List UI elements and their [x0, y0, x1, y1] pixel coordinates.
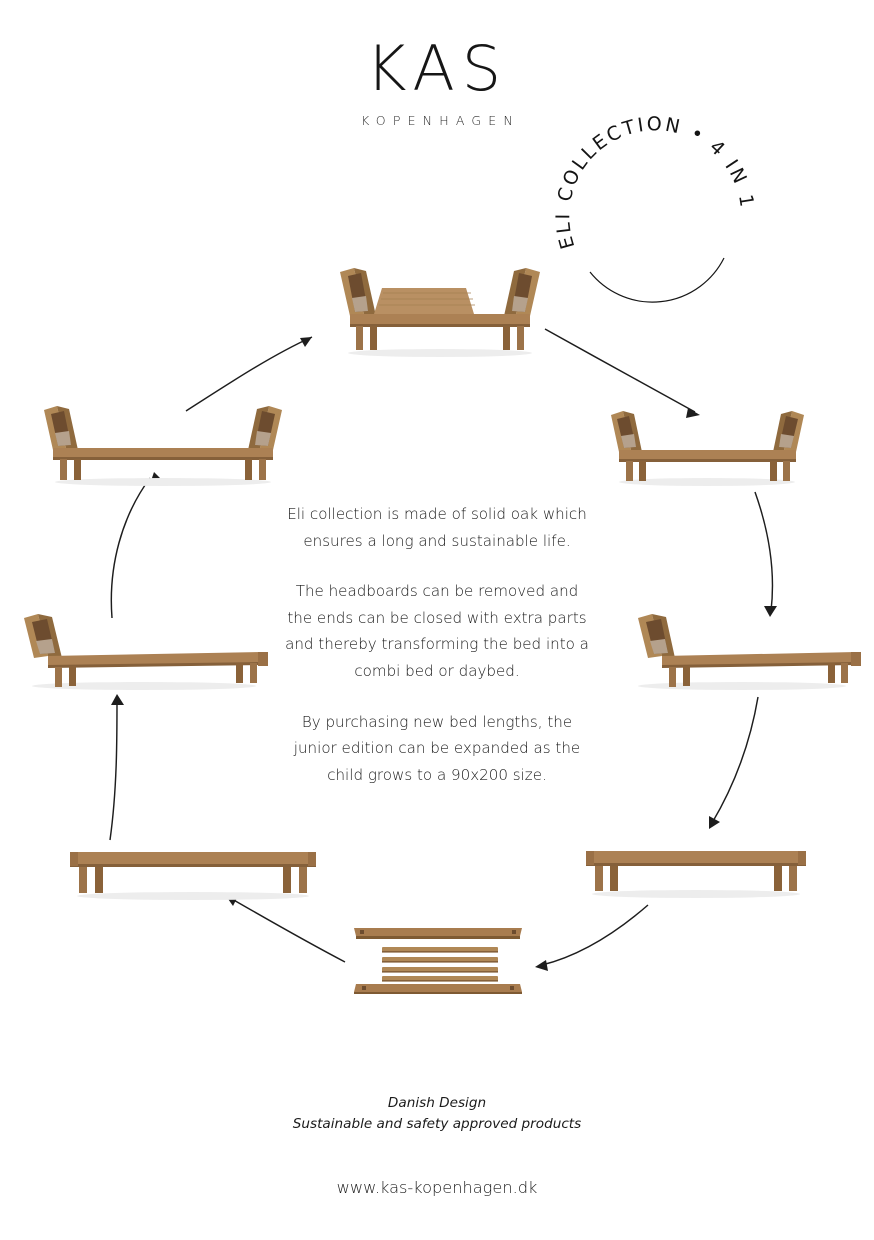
footer-website-url[interactable]: www.kas-kopenhagen.dk [336, 1178, 538, 1197]
legs [595, 866, 797, 891]
figure-bed-one-headboard-right [620, 608, 864, 690]
description-paragraph-3: By purchasing new bed lengths, the junio… [293, 712, 581, 784]
side-rail [53, 448, 273, 460]
legs [60, 459, 266, 480]
footer-tagline-line2: Sustainable and safety approved products [292, 1116, 582, 1132]
side-rail [619, 450, 796, 462]
brand-logo: KAS KOPENHAGEN [0, 32, 874, 129]
eli-collection-stamp: ELI COLLECTION • 4 IN 1 [552, 113, 780, 304]
side-rail [350, 314, 530, 327]
side-rail [48, 652, 268, 668]
arrow-rightupper-to-rightmiddle [754, 491, 777, 617]
legs [626, 461, 790, 481]
description-paragraph-1: Eli collection is made of solid oak whic… [287, 505, 587, 550]
floor-shadow [592, 890, 800, 898]
floor-shadow [619, 478, 795, 486]
floor-shadow [348, 349, 532, 357]
legs [669, 663, 848, 687]
floor-shadow [55, 478, 271, 486]
rail-upper [354, 928, 522, 939]
figure-bed-two-headboards-left [38, 398, 288, 486]
arrow-leftmiddle-to-leftupper [110, 472, 161, 619]
figure-bed-two-headboards-right [605, 404, 810, 486]
arrow-parts-to-leftlower [226, 896, 346, 963]
side-rail [586, 851, 806, 866]
figure-bed-one-headboard-left [14, 608, 272, 690]
floor-shadow [77, 892, 309, 900]
legs [79, 867, 307, 893]
figure-bed-full-combi [332, 258, 548, 358]
headboard-left [611, 411, 642, 452]
slats [382, 947, 498, 982]
description-text: Eli collection is made of solid oak whic… [281, 501, 593, 788]
footer-tagline-line1: Danish Design [387, 1095, 487, 1111]
headboard-left [24, 614, 62, 658]
headboard-left [44, 406, 78, 450]
stamp-label: ELI COLLECTION • 4 IN 1 [552, 113, 758, 251]
legs [55, 663, 257, 687]
stamp-arc-line [589, 257, 725, 303]
headboard-right [773, 411, 804, 452]
brand-subtitle: KOPENHAGEN [361, 113, 520, 128]
stamp-svg: ELI COLLECTION • 4 IN 1 [552, 113, 756, 303]
description-paragraph-2: The headboards can be removed and the en… [285, 582, 589, 680]
headboard-left [638, 614, 675, 658]
headboard-left [340, 268, 376, 316]
mattress-platform [374, 288, 475, 316]
arrow-rightmiddle-to-rightlower [709, 696, 759, 829]
footer-tagline: Danish Design Sustainable and safety app… [0, 1093, 874, 1135]
figure-bed-plain-frame-right [578, 838, 814, 898]
floor-shadow [32, 682, 256, 690]
rail-lower [354, 984, 522, 994]
arrow-leftlower-to-leftmiddle [109, 694, 124, 841]
figure-bed-plain-frame-left [62, 838, 324, 900]
side-rail [662, 652, 861, 668]
brand-wordmark: KAS [365, 32, 509, 105]
figure-bed-parts-flat [350, 922, 526, 994]
arrow-rightlower-to-parts [535, 904, 649, 971]
legs [356, 326, 524, 350]
side-rail [70, 852, 316, 867]
headboard-right [248, 406, 282, 450]
headboard-right [504, 268, 540, 316]
